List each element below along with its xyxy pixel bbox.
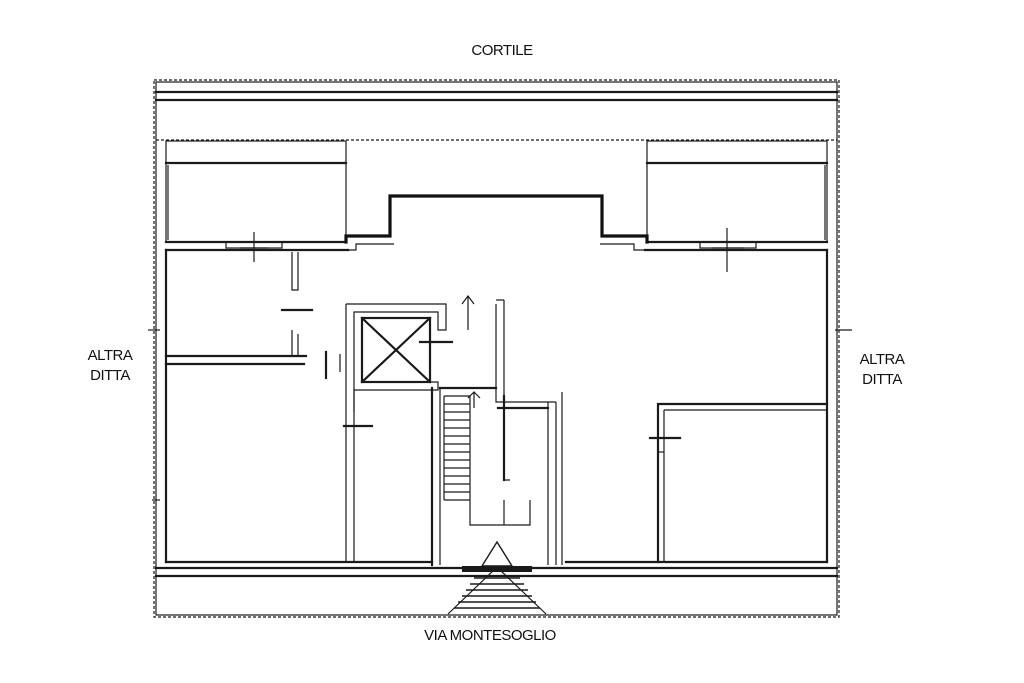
window-left xyxy=(225,232,283,262)
right-partition xyxy=(648,402,829,564)
up-arrow-icon xyxy=(461,295,475,330)
stair-treads xyxy=(444,395,470,501)
right-neighbor-line1: ALTRA xyxy=(859,351,905,368)
stair-arrow-icon xyxy=(467,391,481,408)
left-neighbor-label: ALTRA DITTA xyxy=(70,346,150,386)
room-top-right xyxy=(643,140,829,252)
side-walls xyxy=(164,248,829,564)
right-neighbor-line2: DITTA xyxy=(862,371,902,388)
lift-shaft xyxy=(345,303,454,562)
left-neighbor-line2: DITTA xyxy=(90,367,130,384)
left-neighbor-line1: ALTRA xyxy=(87,347,133,364)
street-label: VIA MONTESOGLIO xyxy=(424,627,556,644)
left-partition xyxy=(164,252,374,428)
staircase xyxy=(430,299,563,567)
right-neighbor-label: ALTRA DITTA xyxy=(842,350,922,390)
room-top-left xyxy=(164,140,350,252)
outer-walls xyxy=(148,79,852,618)
courtyard-label: CORTILE xyxy=(471,42,533,59)
entrance-steps xyxy=(447,540,547,615)
window-right xyxy=(699,228,757,272)
central-recess-wall xyxy=(344,194,649,251)
